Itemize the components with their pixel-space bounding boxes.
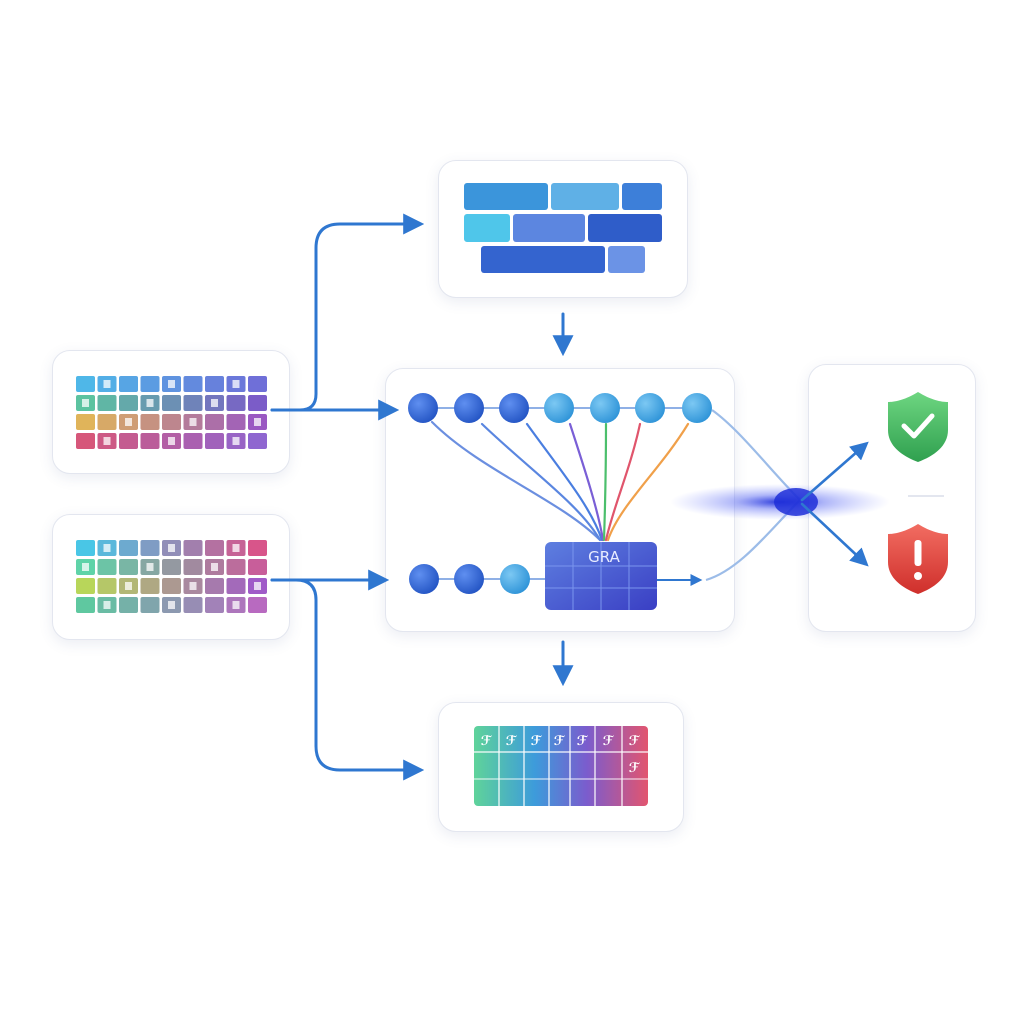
grid-cell <box>119 597 138 613</box>
node-chain-top <box>408 393 712 423</box>
grid-cell-mark <box>103 601 111 609</box>
input-card-bottom <box>52 514 290 640</box>
grid-cell-mark <box>232 437 240 445</box>
grid-cell <box>76 433 95 449</box>
table-header-glyph: ℱ <box>577 734 589 749</box>
grid-cell <box>119 376 138 392</box>
shield-check-icon <box>888 392 948 462</box>
shield-exclamation-icon <box>888 524 948 594</box>
input-card-top <box>52 350 290 474</box>
arrow-to-invalid <box>800 502 869 567</box>
grid-cell-mark <box>125 582 132 590</box>
grid-cell <box>76 376 95 392</box>
grid-cell <box>119 559 138 575</box>
grid-cell <box>183 540 203 556</box>
grid-cell <box>248 433 267 449</box>
grid-cell <box>140 597 160 613</box>
top-output-bars <box>464 183 662 273</box>
grid-cell <box>97 559 117 575</box>
grid-cell-mark <box>103 544 111 552</box>
grid-cell-mark <box>146 399 154 407</box>
grid-cell <box>183 559 203 575</box>
grid-cell <box>97 578 117 594</box>
table-header-glyph: ℱ <box>506 734 518 749</box>
grid-cell-mark <box>189 582 197 590</box>
table-header-glyph: ℱ <box>554 734 566 749</box>
grid-cell <box>76 540 95 556</box>
grid-cell <box>140 376 160 392</box>
grid-cell <box>248 597 267 613</box>
grid-cell <box>248 395 267 411</box>
grid-cell <box>248 559 267 575</box>
grid-cell <box>162 414 181 430</box>
arrow-input-top-to-top-output <box>270 213 425 412</box>
grid-cell <box>119 540 138 556</box>
table-cell-glyph: ℱ <box>629 761 641 776</box>
input-grid-bottom <box>76 540 267 613</box>
grid-cell <box>226 578 246 594</box>
grid-cell <box>205 578 224 594</box>
grid-cell <box>97 414 117 430</box>
grid-cell <box>119 395 138 411</box>
center-block-label: GRA <box>588 548 620 566</box>
grid-cell <box>162 559 181 575</box>
grid-cell-mark <box>168 544 175 552</box>
grid-cell <box>140 433 160 449</box>
grid-cell <box>226 414 246 430</box>
grid-cell-mark <box>232 601 240 609</box>
grid-cell <box>140 540 160 556</box>
grid-cell-mark <box>168 380 175 388</box>
table-header-glyph: ℱ <box>481 734 493 749</box>
table-header-glyph: ℱ <box>603 734 615 749</box>
grid-cell-mark <box>232 544 240 552</box>
grid-cell-mark <box>103 380 111 388</box>
grid-cell <box>183 376 203 392</box>
grid-cell <box>205 376 224 392</box>
grid-cell <box>97 395 117 411</box>
decision-flare <box>670 484 890 520</box>
grid-cell <box>183 433 203 449</box>
grid-cell <box>140 578 160 594</box>
fan-connections <box>430 420 690 542</box>
grid-cell <box>183 597 203 613</box>
grid-cell <box>162 578 181 594</box>
grid-cell <box>226 559 246 575</box>
grid-cell <box>205 433 224 449</box>
grid-cell-mark <box>168 601 175 609</box>
node-chain-bottom <box>409 564 703 594</box>
grid-cell-mark <box>211 399 218 407</box>
grid-cell <box>205 597 224 613</box>
grid-cell <box>76 578 95 594</box>
grid-cell <box>183 395 203 411</box>
arrow-to-valid <box>800 441 869 502</box>
grid-cell-mark <box>82 563 89 571</box>
grid-cell <box>76 414 95 430</box>
grid-cell-mark <box>189 418 197 426</box>
grid-cell <box>119 433 138 449</box>
center-block: GRA <box>545 542 657 610</box>
grid-cell <box>226 395 246 411</box>
input-grid-top <box>76 376 267 449</box>
grid-cell-mark <box>146 563 154 571</box>
grid-cell <box>205 414 224 430</box>
grid-cell-mark <box>232 380 240 388</box>
grid-cell-mark <box>125 418 132 426</box>
table-header-glyph: ℱ <box>629 734 641 749</box>
table-header-glyph: ℱ <box>531 734 543 749</box>
grid-cell <box>140 414 160 430</box>
arrow-input-bottom-to-bottom-output <box>270 578 425 781</box>
grid-cell <box>248 376 267 392</box>
grid-cell-mark <box>82 399 89 407</box>
grid-cell-mark <box>211 563 218 571</box>
grid-cell <box>205 540 224 556</box>
grid-cell-mark <box>168 437 175 445</box>
grid-cell-mark <box>254 418 261 426</box>
grid-cell-mark <box>254 582 261 590</box>
grid-cell <box>76 597 95 613</box>
grid-cell <box>162 395 181 411</box>
grid-cell <box>248 540 267 556</box>
grid-cell-mark <box>103 437 111 445</box>
